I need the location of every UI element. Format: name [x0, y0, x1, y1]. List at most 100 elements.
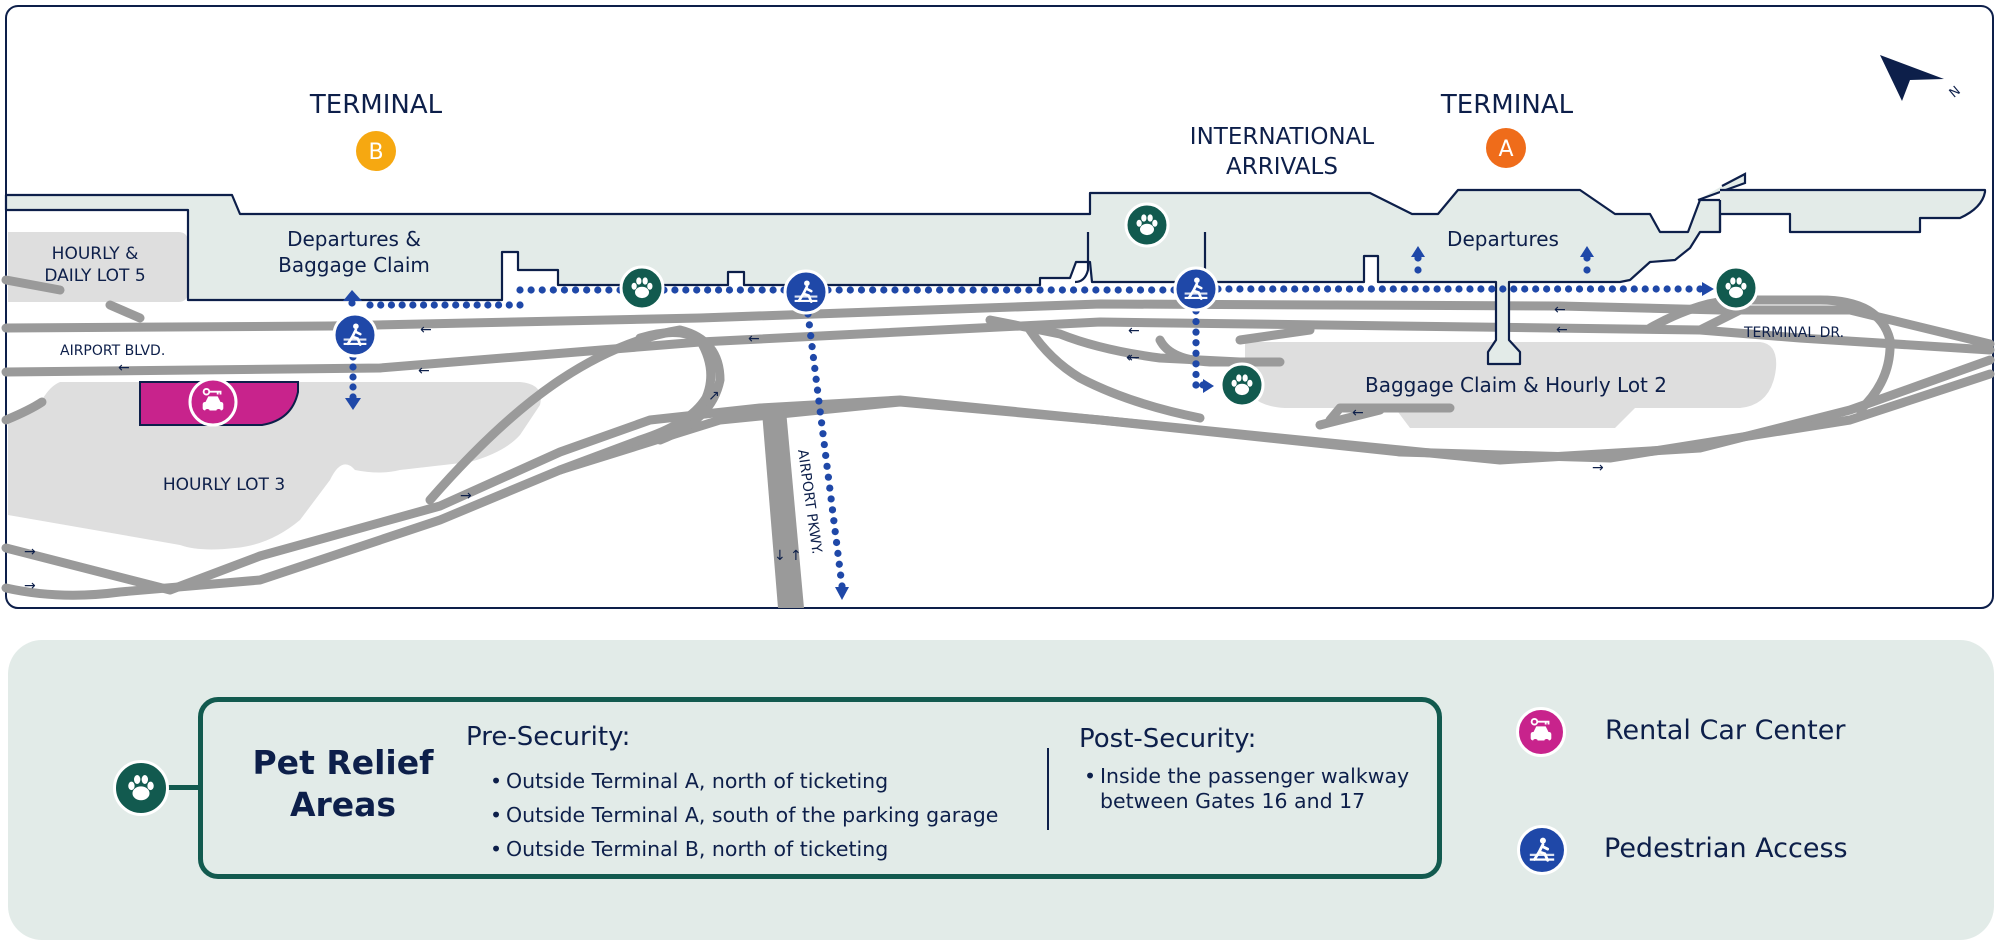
walkway-dot [714, 286, 723, 294]
post-security-list: Inside the passenger walkway between Gat… [1084, 764, 1440, 814]
walkway-dot [819, 430, 827, 438]
pedestrian-marker-b[interactable] [332, 312, 378, 358]
pre-security-list: Outside Terminal A, north of ticketing O… [490, 764, 998, 866]
walkway-dot [815, 397, 823, 405]
paw-icon [128, 775, 154, 801]
walkway-dot [1302, 285, 1310, 293]
walkway-dot [462, 301, 471, 309]
walkway-dot [769, 286, 777, 294]
walkway-dot [913, 286, 921, 294]
svg-text:→: → [24, 544, 36, 560]
walkway-dot [583, 286, 591, 294]
baggage-lot2-label: Baggage Claim & Hourly Lot 2 [1365, 373, 1667, 397]
walkway-dot [831, 528, 839, 536]
pedestrian-legend-label: Pedestrian Access [1604, 833, 1848, 864]
walkway-dot [1047, 286, 1055, 294]
pedestrian-legend-icon [1517, 825, 1567, 875]
terminal-b-badge: B [356, 131, 396, 171]
walkway-dot [1069, 286, 1078, 294]
pre-security-title: Pre-Security: [466, 722, 631, 752]
walkway-dot [1414, 266, 1422, 274]
walkway-dot [1532, 285, 1540, 293]
walkway-dot [1148, 286, 1156, 294]
walkway-dot [1619, 285, 1627, 293]
walkway-dot [891, 286, 899, 294]
walkway-dot [813, 386, 822, 394]
walkway-dot [857, 286, 866, 294]
walkway-dot [1092, 286, 1100, 294]
walkway-dot [1510, 285, 1518, 293]
walkway-dot [349, 363, 357, 371]
svg-text:→: → [24, 578, 36, 594]
walkway-dot [1608, 285, 1616, 293]
walkway-dot [398, 301, 406, 309]
walkway-dot [1674, 285, 1682, 293]
walkway-dot [1586, 285, 1595, 293]
pedestrian-walkway [348, 254, 1704, 590]
walkway-dot [571, 286, 580, 294]
airport-blvd-label: AIRPORT BLVD. [60, 343, 165, 359]
walkway-dot [1345, 285, 1354, 293]
walkway-dot [835, 286, 843, 294]
walkway-dot [947, 286, 955, 294]
walkway-dot [527, 286, 535, 294]
lot5-line2: DAILY LOT 5 [44, 266, 145, 286]
walkway-dot [1192, 349, 1200, 357]
walkway-dot [1192, 328, 1200, 336]
walkway-dot [538, 286, 546, 294]
walkway-dot [924, 286, 933, 294]
walkway-dot [1103, 286, 1111, 294]
pet-relief-marker-a-east[interactable] [1713, 265, 1759, 311]
terminal-a-badge-letter: A [1498, 137, 1513, 162]
walkway-dot [1356, 285, 1365, 293]
walkway-dot [958, 286, 966, 294]
walkway-dot [1236, 285, 1244, 293]
walkway-arrows [343, 246, 1714, 600]
walkway-dot [671, 286, 679, 294]
walkway-dot [823, 462, 831, 470]
pet-relief-title: Pet Relief Areas [252, 743, 434, 824]
walkway-dot [830, 517, 838, 525]
departures-baggage-line1: Departures & [287, 227, 421, 251]
svg-text:→: → [460, 488, 472, 504]
pre-security-item: Outside Terminal A, north of ticketing [490, 764, 998, 798]
walkway-dot [1002, 286, 1011, 294]
walkway-dot [1597, 285, 1606, 293]
post-security-item: Inside the passenger walkway between Gat… [1084, 764, 1440, 814]
walkway-dot [1058, 286, 1066, 294]
walkway-dot [1400, 285, 1408, 293]
rental-car-marker[interactable] [188, 377, 238, 427]
svg-text:←: ← [418, 363, 430, 379]
rental-car-icon [1530, 717, 1552, 744]
walkway-dot [1564, 285, 1573, 293]
pet-relief-marker-b[interactable] [619, 265, 665, 311]
terminal-b-title: TERMINAL [309, 90, 443, 120]
intl-arrivals-line2: ARRIVALS [1226, 154, 1338, 180]
pet-relief-marker-intl[interactable] [1124, 202, 1170, 248]
pedestrian-marker-a[interactable] [1173, 266, 1219, 312]
departures-a-label: Departures [1447, 227, 1559, 251]
walkway-dot [605, 286, 613, 294]
walkway-dot [387, 301, 396, 309]
walkway-dot [349, 383, 357, 391]
walkway-dot [969, 286, 977, 294]
walkway-dot [822, 451, 830, 460]
walkway-dot [834, 549, 842, 557]
walkway-dot [1312, 285, 1321, 293]
pet-relief-marker-lot2[interactable] [1219, 362, 1265, 408]
walkway-dot [704, 286, 712, 294]
walkway-dot [1488, 285, 1496, 293]
pedestrian-marker-center[interactable] [783, 269, 829, 315]
walkway-dot [1422, 285, 1430, 293]
walkway-dot [505, 301, 513, 309]
airport-map: ← ← ← ← ← ← ← ← ← ← → → → → ↓ ↑ ↗ [1, 5, 1995, 609]
lot5-line1: HOURLY & [52, 244, 139, 264]
walkway-dot [1389, 285, 1397, 293]
pre-security-item: Outside Terminal B, north of ticketing [490, 832, 998, 866]
walkway-dot [1696, 285, 1704, 293]
walkway-dot [835, 560, 843, 568]
walkway-dot [1477, 285, 1485, 293]
svg-text:↗: ↗ [708, 388, 720, 404]
walkway-dot [1630, 285, 1638, 293]
walkway-dot [1192, 360, 1200, 368]
